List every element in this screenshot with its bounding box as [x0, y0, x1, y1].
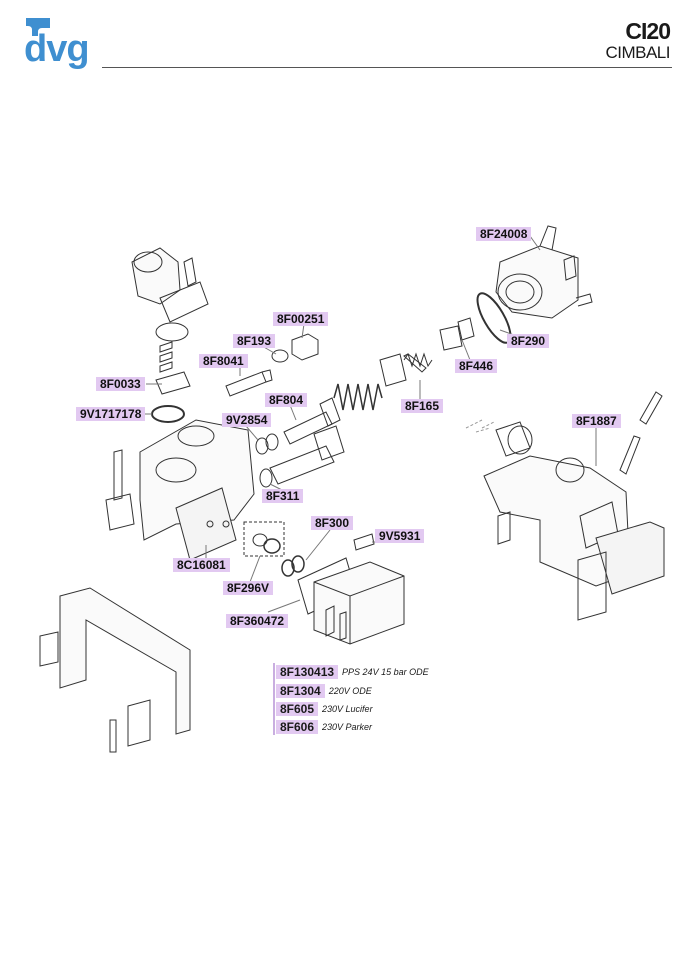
tap-icon	[26, 18, 50, 36]
part-label: 8C16081	[173, 558, 230, 572]
legend-code: 8F605	[276, 701, 319, 716]
header-divider	[102, 67, 672, 68]
part-label: 8F446	[455, 359, 498, 373]
part-label: 8F24008	[476, 227, 532, 241]
part-label: 8F0033	[96, 377, 145, 391]
part-label: 8F360472	[226, 614, 289, 628]
part-label: 8F296V	[223, 581, 274, 595]
model-name: CI20	[625, 18, 671, 44]
legend-code: 8F1304	[276, 683, 325, 698]
logo-text: dvg	[24, 28, 90, 70]
part-label: 9V2854	[222, 413, 272, 427]
part-label: 8F311	[262, 489, 304, 503]
part-label: 8F1887	[572, 414, 621, 428]
legend-desc: 220V ODE	[328, 685, 372, 696]
part-label: 8F193	[233, 334, 276, 348]
part-label: 9V1717178	[76, 407, 146, 421]
part-label: 8F165	[401, 399, 444, 413]
part-label: 8F00251	[273, 312, 329, 326]
legend-desc: 230V Parker	[322, 721, 373, 732]
part-label: 8F804	[265, 393, 308, 407]
legend-desc: 230V Lucifer	[322, 703, 373, 714]
part-label: 8F8041	[199, 354, 248, 368]
legend-code: 8F606	[276, 719, 319, 734]
part-label: 8F300	[311, 516, 354, 530]
legend-bracket	[273, 663, 275, 735]
part-label: 8F290	[507, 334, 550, 348]
brand-name: CIMBALI	[605, 43, 670, 62]
part-label: 9V5931	[375, 529, 425, 543]
legend-desc: PPS 24V 15 bar ODE	[342, 666, 429, 677]
legend-code: 8F130413	[276, 664, 339, 679]
